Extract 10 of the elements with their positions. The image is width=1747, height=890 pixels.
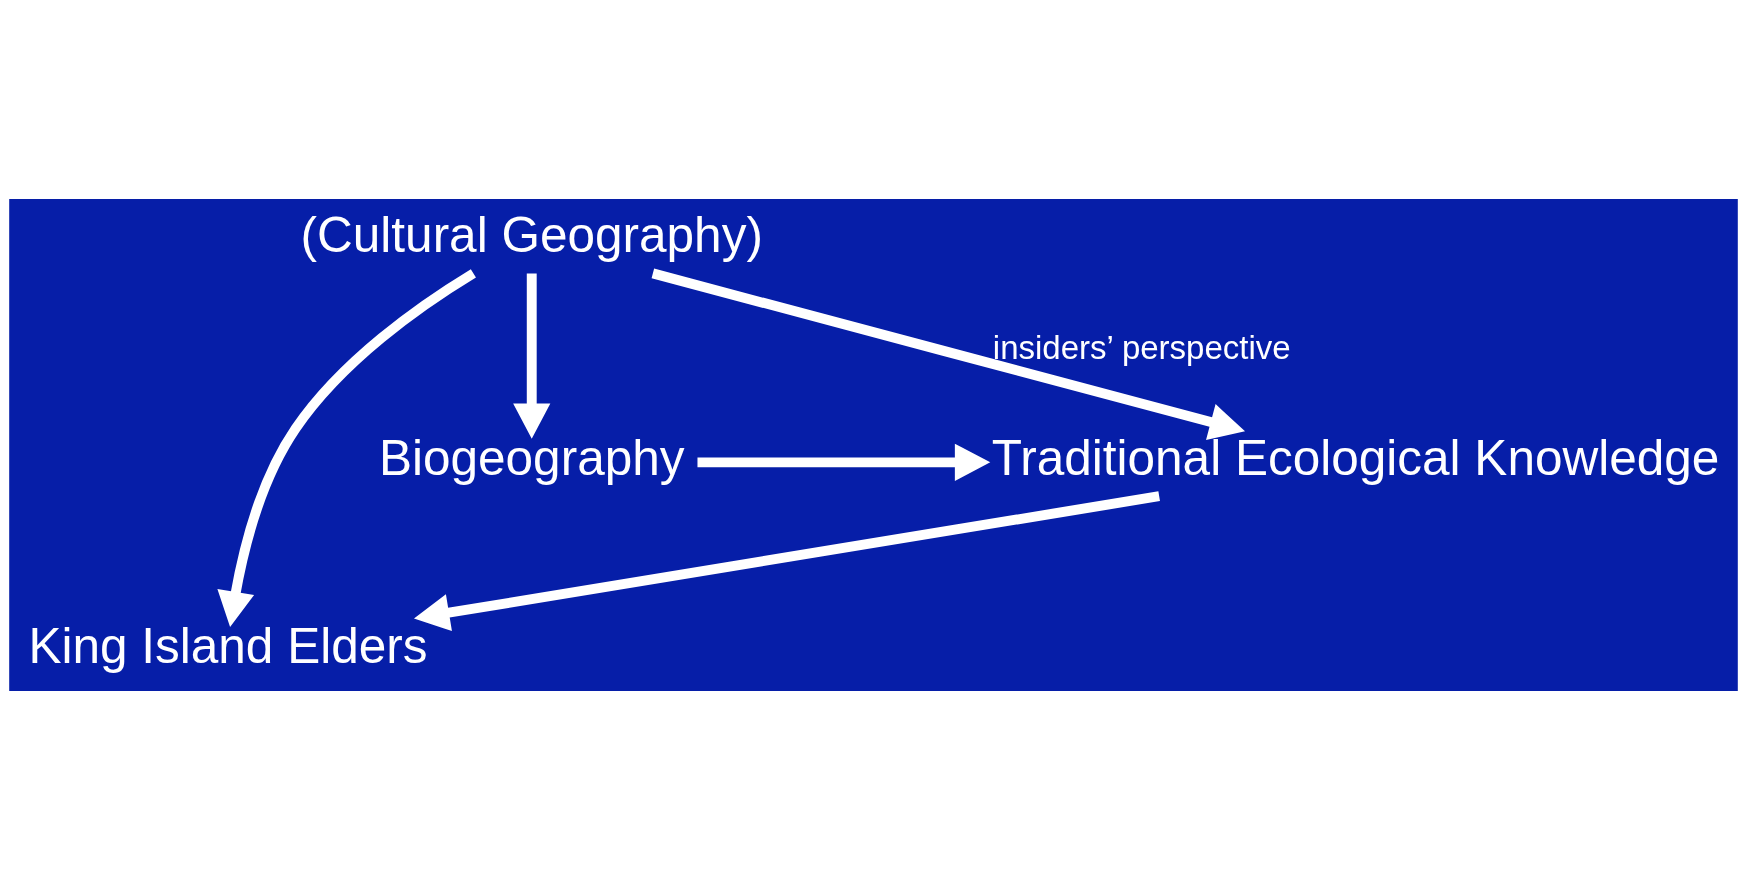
node-text: Traditional Ecological Knowledge bbox=[991, 429, 1720, 485]
edge-label: insiders’ perspective bbox=[992, 329, 1291, 367]
node-text: (Cultural Geography) bbox=[300, 206, 763, 262]
arrow bbox=[413, 491, 1160, 632]
node-text: Biogeography bbox=[378, 429, 685, 485]
arrow bbox=[651, 268, 1246, 441]
arrow bbox=[697, 443, 991, 481]
arrow bbox=[513, 273, 551, 439]
arrow bbox=[217, 269, 476, 627]
node-text: King Island Elders bbox=[28, 617, 428, 673]
